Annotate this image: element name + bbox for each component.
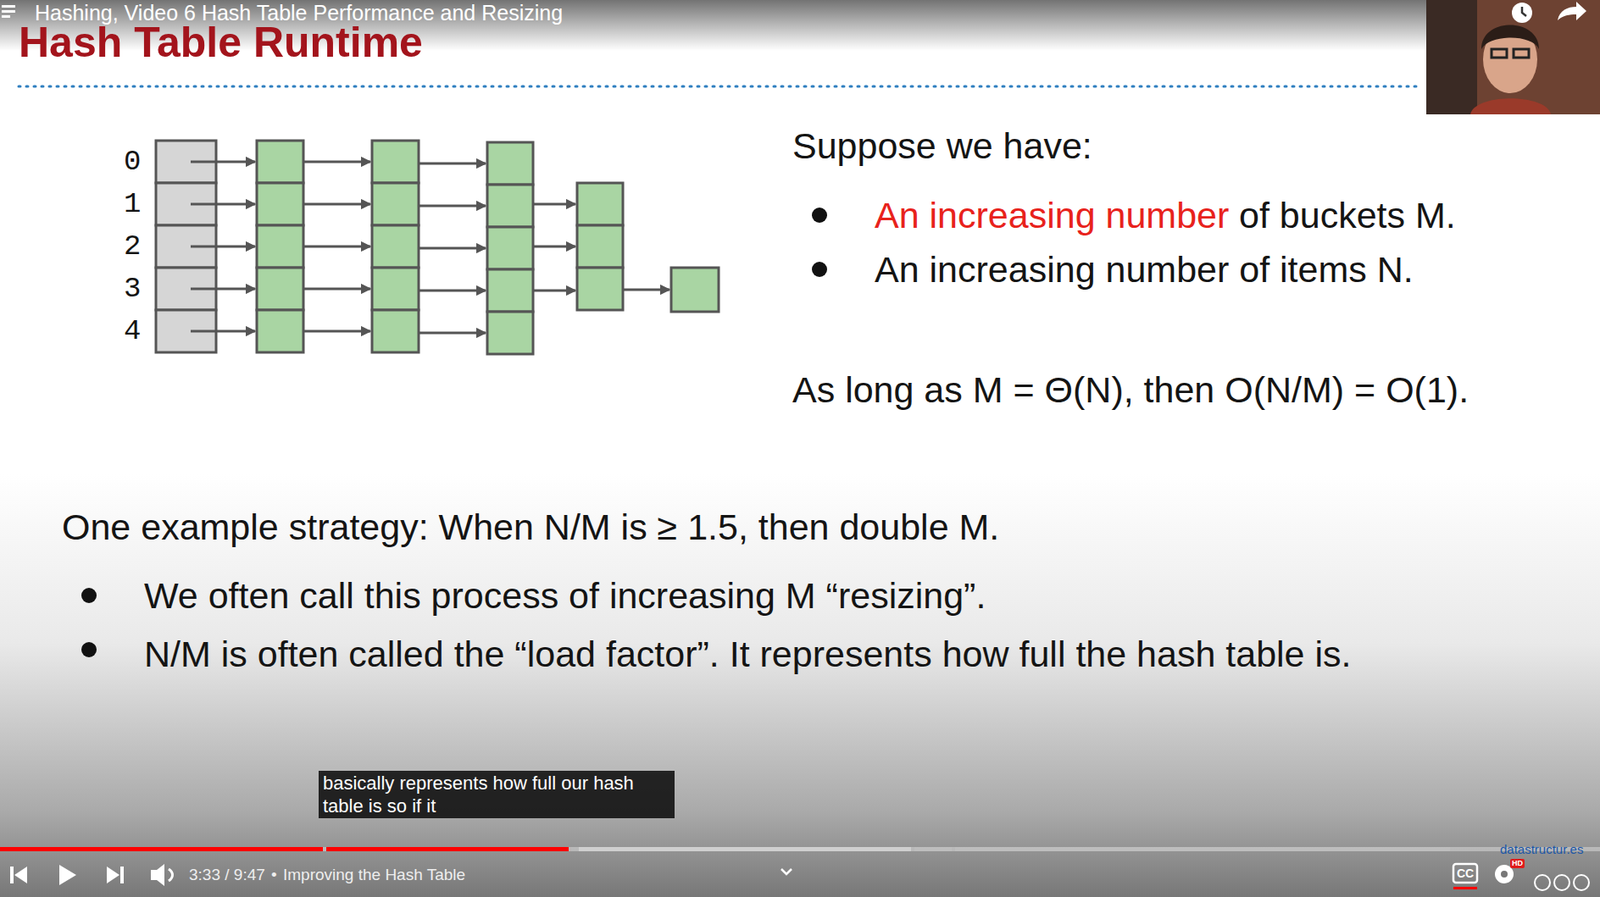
watermark: datastructur.es [1500,842,1584,858]
separator: • [271,865,278,886]
slide-text: One example strategy: When N/M is ≥ 1.5,… [61,504,1000,550]
bullet-text: N/M is often called the “load factor”. I… [144,627,1407,682]
slide-text: As long as M = Θ(N), then O(N/M) = O(1). [792,366,1469,413]
bucket-index: 4 [123,314,141,349]
chapter-title: Improving the Hash Table [283,865,466,886]
chain-arrows [190,161,670,334]
highlight-text: An increasing number [874,192,1229,239]
video-title: Hashing, Video 6 Hash Table Performance … [34,0,563,26]
bucket-index: 3 [123,272,141,306]
slide-text: Suppose we have: [792,122,1093,169]
progress-bar [0,847,1600,852]
chain-nodes [256,140,719,355]
hd-badge: HD [1510,859,1525,869]
bullet-text: We often call this process of increasing… [144,572,986,619]
dotted-rule [18,85,1419,89]
bullet-text: of buckets M. [1238,192,1456,239]
cc-label: CC [1456,866,1474,881]
menu-icon [1,5,16,18]
bullet-text: An increasing number of items N. [874,246,1414,293]
bucket-index: 0 [123,144,141,179]
webcam-thumbnail [1426,0,1600,115]
player-controls [10,864,1589,891]
time-display: 3:33 / 9:47 [188,865,266,886]
bucket-index: 2 [123,229,141,264]
bucket-index: 1 [123,187,141,222]
subtitle: basically represents how full our hash t… [318,771,675,819]
